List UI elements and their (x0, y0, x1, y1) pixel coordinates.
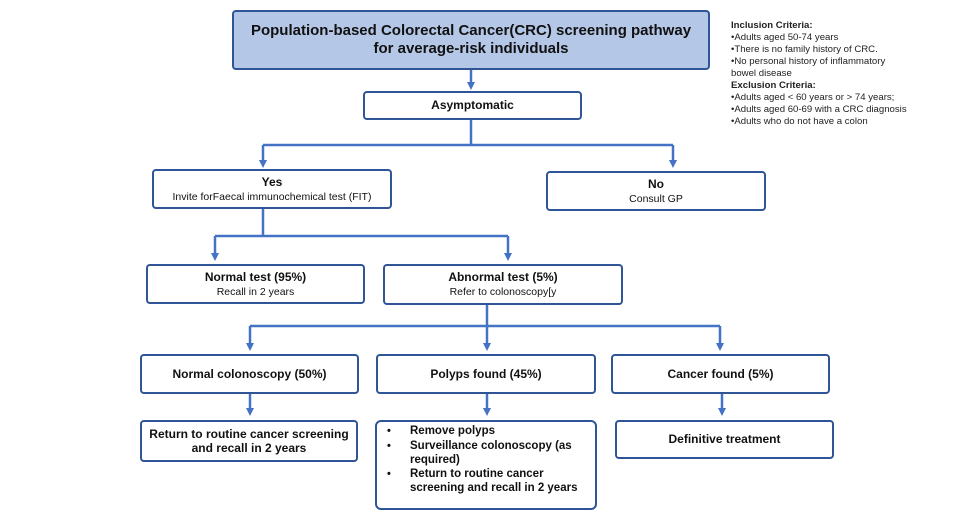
normal-test-node: Normal test (95%) Recall in 2 years (146, 264, 365, 304)
list-item: • Return to routine cancer screening and … (383, 468, 589, 496)
exclusion-item: •Adults who do not have a colon (731, 116, 868, 127)
inclusion-item: •There is no family history of CRC. (731, 44, 878, 55)
definitive-treatment-node: Definitive treatment (615, 420, 834, 459)
cancer-found-label: Cancer found (5%) (667, 366, 774, 381)
inclusion-heading: Inclusion Criteria: (731, 20, 813, 31)
yes-label: Yes (261, 174, 283, 189)
normal-colonoscopy-node: Normal colonoscopy (50%) (140, 354, 359, 394)
exclusion-item: •Adults aged < 60 years or > 74 years; (731, 92, 895, 103)
asymptomatic-node: Asymptomatic (363, 91, 582, 120)
return-routine-line-2: and recall in 2 years (191, 441, 307, 455)
connector-abnormal-branch (250, 305, 720, 328)
connector-asymptomatic-branch (263, 120, 673, 147)
yes-node: Yes Invite forFaecal immunochemical test… (152, 169, 392, 209)
list-item: • Remove polyps (383, 425, 589, 439)
title-line-1: Population-based Colorectal Cancer(CRC) … (250, 22, 692, 39)
connector-yes-branch (215, 209, 508, 238)
diagram-title: Population-based Colorectal Cancer(CRC) … (232, 10, 710, 70)
asymptomatic-label: Asymptomatic (431, 98, 514, 113)
normal-colonoscopy-label: Normal colonoscopy (50%) (172, 366, 327, 381)
list-item: • Surveillance colonoscopy (as required) (383, 440, 589, 468)
inclusion-item: •No personal history of inflammatory (731, 56, 886, 67)
criteria-panel: Inclusion Criteria: •Adults aged 50-74 y… (731, 20, 949, 128)
bullet-icon: • (387, 439, 391, 452)
return-routine-line-1: Return to routine cancer screening (149, 426, 349, 441)
polyps-found-label: Polyps found (45%) (430, 366, 542, 381)
exclusion-item: •Adults aged 60-69 with a CRC diagnosis (731, 104, 907, 115)
polyps-action-text: Remove polyps (410, 425, 495, 437)
polyps-actions-node: • Remove polyps • Surveillance colonoscopy… (375, 420, 597, 510)
exclusion-heading: Exclusion Criteria: (731, 80, 816, 91)
no-label: No (648, 176, 664, 191)
normal-test-label: Normal test (95%) (204, 269, 307, 284)
normal-test-sublabel: Recall in 2 years (216, 285, 295, 298)
polyps-actions-list: • Remove polyps • Surveillance colonoscopy… (383, 425, 589, 496)
inclusion-item: bowel disease (731, 68, 792, 79)
polyps-action-text: Return to routine cancer screening and r… (410, 468, 578, 495)
return-routine-node: Return to routine cancer screening and r… (140, 420, 358, 462)
cancer-found-node: Cancer found (5%) (611, 354, 830, 394)
abnormal-test-node: Abnormal test (5%) Refer to colonoscopy[… (383, 264, 623, 305)
title-line-2: for average-risk individuals (373, 40, 569, 57)
no-sublabel: Consult GP (629, 192, 683, 205)
abnormal-test-sublabel: Refer to colonoscopy[y (449, 286, 557, 299)
inclusion-item: •Adults aged 50-74 years (731, 32, 839, 43)
abnormal-test-label: Abnormal test (5%) (448, 270, 558, 284)
definitive-treatment-label: Definitive treatment (668, 432, 781, 447)
no-node: No Consult GP (546, 171, 766, 211)
yes-sublabel: Invite forFaecal immunochemical test (FI… (172, 190, 372, 203)
bullet-icon: • (387, 468, 391, 481)
polyps-action-text: Surveillance colonoscopy (as required) (410, 439, 572, 466)
bullet-icon: • (387, 425, 391, 437)
polyps-found-node: Polyps found (45%) (376, 354, 596, 394)
